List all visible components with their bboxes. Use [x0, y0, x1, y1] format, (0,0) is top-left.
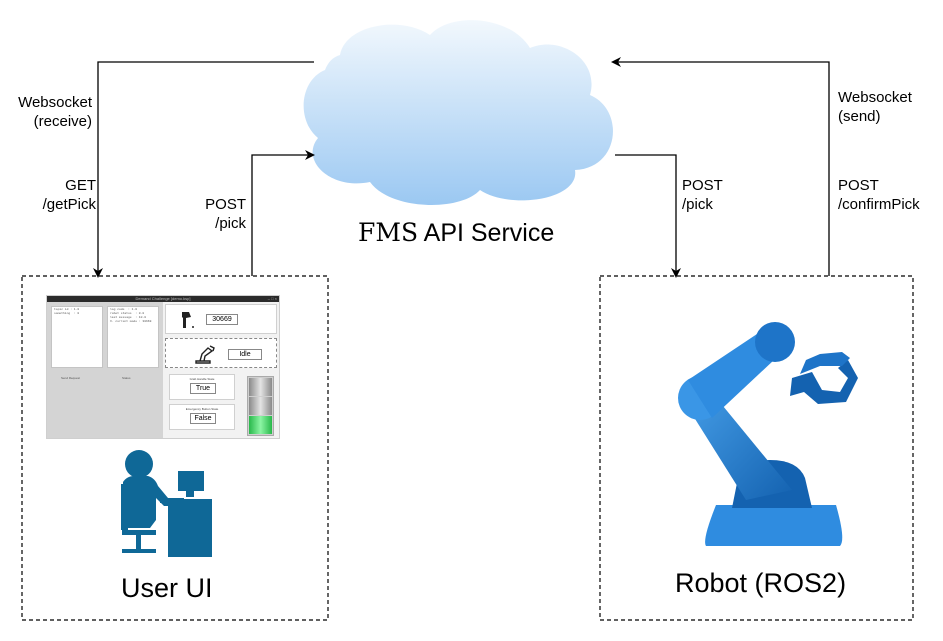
label-line: /getPick: [42, 196, 96, 213]
mini-robot-panel: Idle: [165, 338, 277, 368]
label-line: /confirmPick: [838, 196, 920, 213]
mini-request-pane: topic id : 1.0 something : 0: [51, 306, 103, 368]
fms-api-service-title: FMS API Service: [358, 218, 554, 248]
tower-lamp-top: [249, 378, 272, 396]
mini-left-panel: topic id : 1.0 something : 0 log code : …: [47, 302, 163, 438]
mini-grab-panel: Grab Handle State True: [169, 374, 235, 400]
fms-title-part: FMS: [358, 218, 419, 247]
user-ui-screenshot: Demand Challenge [demo.ksp] – □ × topic …: [46, 295, 280, 439]
label-line: Websocket: [838, 89, 912, 106]
mini-request-caption: Send Request: [61, 376, 81, 380]
mini-scan-panel: 30669: [165, 304, 277, 334]
mini-grab-value: True: [190, 383, 216, 394]
mini-robot-arm-icon: [195, 345, 215, 364]
label-websocket-receive: Websocket (receive): [18, 93, 92, 131]
mini-window-title: Demand Challenge [demo.ksp]: [135, 296, 191, 301]
label-line: POST: [682, 177, 723, 194]
mini-scan-value: 30669: [206, 314, 238, 325]
mini-status-pane: log code : 1.0 robot status : 0.0 last m…: [107, 306, 159, 368]
tower-lamp-green: [249, 416, 272, 434]
tower-lamp-middle: [249, 397, 272, 415]
api-service-title-part: API Service: [418, 219, 555, 247]
edge-websocket-receive: [93, 61, 314, 278]
robot-title: Robot (ROS2): [675, 568, 847, 598]
user-ui-container: [21, 275, 329, 621]
mini-signal-tower: [247, 376, 274, 436]
mini-estop-label: Emergency Button State: [185, 407, 219, 411]
edge-websocket-send: [611, 57, 830, 276]
edge-post-pick-robot: [615, 154, 681, 278]
label-line: POST: [838, 177, 879, 194]
mini-robot-state: Idle: [228, 349, 262, 360]
mini-estop-panel: Emergency Button State False: [169, 404, 235, 430]
mini-right-panel: 30669 Idle Grab Handle State True Emerge…: [165, 304, 279, 438]
mini-window-titlebar: Demand Challenge [demo.ksp] – □ ×: [47, 296, 279, 302]
label-line: /pick: [215, 215, 246, 232]
mini-grab-label: Grab Handle State: [189, 377, 215, 381]
label-line: GET: [65, 177, 96, 194]
robot-container: [599, 275, 914, 621]
label-line: (send): [838, 108, 881, 125]
label-post-pick-robot: POST /pick: [682, 176, 723, 214]
mini-estop-value: False: [190, 413, 216, 424]
label-post-pick-ui: POST /pick: [205, 195, 246, 233]
label-line: Websocket: [18, 94, 92, 111]
label-line: POST: [205, 196, 246, 213]
label-websocket-send: Websocket (send): [838, 88, 912, 126]
robot-arm-icon: [678, 322, 858, 546]
user-ui-title: User UI: [121, 573, 213, 603]
edge-post-pick-ui: [251, 150, 315, 276]
label-post-confirm-pick: POST /confirmPick: [838, 176, 920, 214]
user-at-desk-icon: [121, 450, 212, 557]
mini-window-controls: – □ ×: [267, 296, 277, 301]
barcode-scanner-icon: [182, 312, 194, 328]
label-line: /pick: [682, 196, 713, 213]
label-get-pick: GET /getPick: [43, 176, 96, 214]
fms-cloud: [303, 20, 613, 205]
mini-status-caption: Status: [122, 376, 131, 380]
label-line: (receive): [33, 113, 92, 130]
